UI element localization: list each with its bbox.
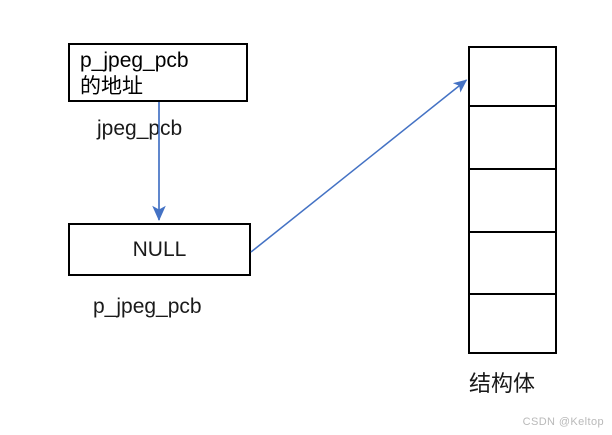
struct-table	[468, 46, 557, 354]
p-jpeg-pcb-to-struct-arrow	[250, 79, 468, 253]
pointer-box-line-1: p_jpeg_pcb	[80, 48, 189, 72]
label-struct: 结构体	[469, 372, 536, 397]
label-p-jpeg-pcb: p_jpeg_pcb	[93, 295, 202, 318]
null-value-text: NULL	[132, 237, 187, 261]
struct-cell	[470, 170, 555, 233]
watermark: CSDN @Keltop	[522, 416, 604, 428]
label-jpeg-pcb: jpeg_pcb	[97, 117, 183, 140]
struct-cell	[470, 233, 555, 295]
null-value-box: NULL	[68, 223, 251, 276]
pointer-address-box: p_jpeg_pcb 的地址	[68, 43, 248, 102]
struct-cell	[470, 295, 555, 352]
struct-cell	[470, 107, 555, 170]
struct-cell	[470, 48, 555, 107]
pointer-box-line-2: 的地址	[80, 73, 143, 98]
